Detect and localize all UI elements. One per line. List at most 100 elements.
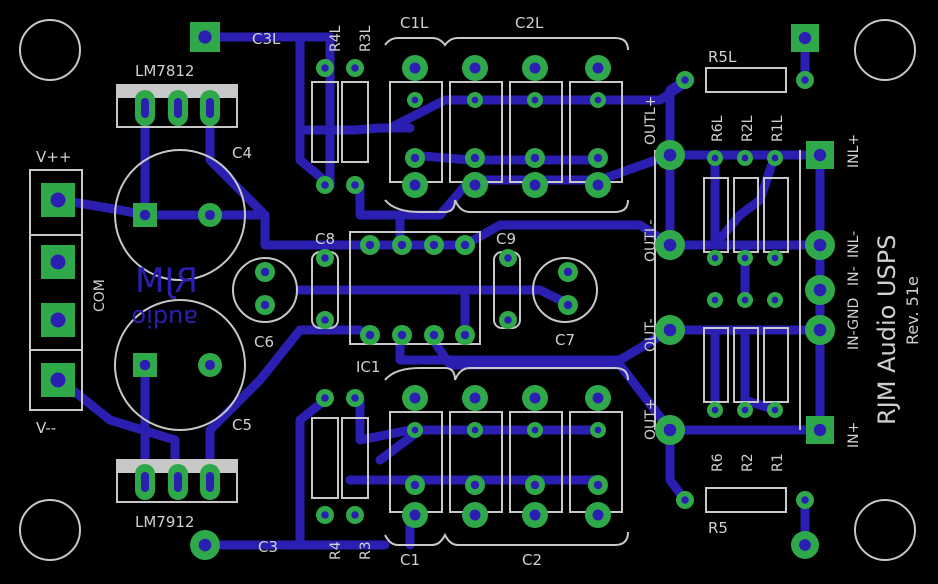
lm7812-pad-3-hole	[206, 98, 214, 118]
silkscreen	[19, 19, 916, 561]
r5l-label: R5L	[708, 48, 737, 66]
lm7912-pad-3-hole	[206, 472, 214, 492]
capbank-bot-pad-d0-hole	[409, 509, 421, 521]
r-top-pad-a0-hole	[321, 64, 329, 72]
connector-pad-1-hole	[50, 192, 66, 208]
rcol-pad-b0-hole	[711, 406, 719, 414]
c3-label: C3	[258, 538, 278, 556]
pads	[41, 22, 835, 560]
lm7812-pad-2-hole	[174, 98, 182, 118]
out-minus-pad-hole	[663, 323, 677, 337]
rcol-pad-a0-hole	[711, 296, 719, 304]
c7-pad-1-hole	[563, 267, 573, 277]
out-plus-label: OUT+	[643, 398, 659, 440]
c4-pad-minus-hole	[204, 209, 216, 221]
ic1-pad-top-1-hole	[365, 240, 375, 250]
ic1-pad-top-3-hole	[429, 240, 439, 250]
r5l-term-pad-hole	[798, 31, 812, 45]
c9-label: C9	[496, 230, 516, 248]
capbank-bot-pad-a1-hole	[469, 392, 481, 404]
inl-plus-label: INL+	[846, 134, 862, 168]
c9-pad-2-hole	[504, 316, 512, 324]
r-top-pad-b0-hole	[321, 181, 329, 189]
r-bot-pad-b0-hole	[321, 511, 329, 519]
capbank-top-pad-a0-hole	[409, 62, 421, 74]
capbank-top-pad-a1-hole	[469, 62, 481, 74]
r-bot-pad-a0-hole	[321, 394, 329, 402]
outl-minus-label: OUTL-	[643, 220, 659, 262]
brand-top: RJM	[135, 261, 198, 301]
c4-label: C4	[232, 144, 252, 162]
mounting-hole-tr	[854, 19, 916, 81]
r-top-pad-a1-hole	[351, 64, 359, 72]
capbank-top-pad-d3-hole	[594, 96, 602, 104]
c7-pad-2-hole	[563, 300, 573, 310]
c1l-label: C1L	[400, 14, 429, 32]
ic1-pad-bottom-3-hole	[429, 330, 439, 340]
c6-label: C6	[254, 333, 274, 351]
capbank-bot-pad-d1-hole	[469, 509, 481, 521]
r5-label: R5	[708, 519, 728, 537]
lm7912-pad-1-hole	[141, 472, 149, 492]
r2-label: R2	[740, 453, 756, 472]
capbank-top-pad-c3-hole	[592, 179, 604, 191]
c6-pad-1-hole	[260, 267, 270, 277]
r-bot-pad-a1-hole	[351, 394, 359, 402]
c2-label: C2	[522, 551, 542, 569]
rlcol-pad-a2-hole	[771, 154, 779, 162]
capbank-top-pad-d2-hole	[531, 96, 539, 104]
capbank-bot-pad-c1-hole	[470, 480, 480, 490]
ic1-pad-top-2-hole	[397, 240, 407, 250]
rlcol-pad-b0-hole	[711, 254, 719, 262]
capbank-top-pad-b1-hole	[470, 153, 480, 163]
inl-plus-pad-hole	[813, 148, 827, 162]
r5l-pad-2-hole	[801, 76, 809, 84]
c5-pad-minus-hole	[139, 359, 151, 371]
capbank-bot-pad-b1-hole	[471, 426, 479, 434]
capbank-top-pad-b3-hole	[593, 153, 603, 163]
capbank-bot-pad-c0-hole	[410, 480, 420, 490]
r5-term-pad-hole	[799, 539, 811, 551]
lm7912-pad-2-hole	[174, 472, 182, 492]
rcol-pad-b2-hole	[771, 406, 779, 414]
c2l-label: C2L	[515, 14, 544, 32]
capbank-bot-pad-d3-hole	[592, 509, 604, 521]
r-bot-pad-b1-hole	[351, 511, 359, 519]
capbank-bot-pad-d2-hole	[529, 509, 541, 521]
ic1-pad-top-4-hole	[460, 240, 470, 250]
inl-minus-label: INL-	[846, 231, 862, 258]
c1-label: C1	[400, 551, 420, 569]
rlcol-pad-a1-hole	[741, 154, 749, 162]
in-gnd-pad-hole	[813, 283, 827, 297]
c6-pad-2-hole	[260, 300, 270, 310]
in-plus-pad-hole	[813, 423, 827, 437]
capbank-top-pad-a2-hole	[529, 62, 541, 74]
r6-label: R6	[710, 453, 726, 472]
ic1-pad-bottom-2-hole	[397, 330, 407, 340]
inl-minus-pad-hole	[813, 238, 827, 252]
r4-label: R4	[328, 541, 344, 560]
capbank-top-pad-d1-hole	[471, 96, 479, 104]
c7-label: C7	[555, 331, 575, 349]
capbank-top-pad-c1-hole	[469, 179, 481, 191]
capbank-top-pad-c0-hole	[409, 179, 421, 191]
capbank-top-pad-b0-hole	[410, 153, 420, 163]
rlcol-pad-a0-hole	[711, 154, 719, 162]
mounting-hole-bl	[19, 499, 81, 561]
mounting-hole-tl	[19, 19, 81, 81]
c3l-pad-hole	[198, 30, 212, 44]
capbank-bot-pad-b0-hole	[411, 426, 419, 434]
c8-pad-1-hole	[321, 254, 329, 262]
connector-pad-2-hole	[50, 254, 66, 270]
r1l-label: R1L	[770, 115, 786, 142]
outl-minus-pad-hole	[663, 238, 677, 252]
r1-label: R1	[770, 453, 786, 472]
capbank-bot-pad-a2-hole	[529, 392, 541, 404]
revision-label: Rev. 51e	[903, 276, 922, 345]
r4l-label: R4L	[328, 25, 344, 52]
lm7812-pad-1-hole	[141, 98, 149, 118]
ic1-label: IC1	[356, 358, 380, 376]
capbank-bot-pad-c2-hole	[530, 480, 540, 490]
c4-pad-plus-hole	[139, 209, 151, 221]
